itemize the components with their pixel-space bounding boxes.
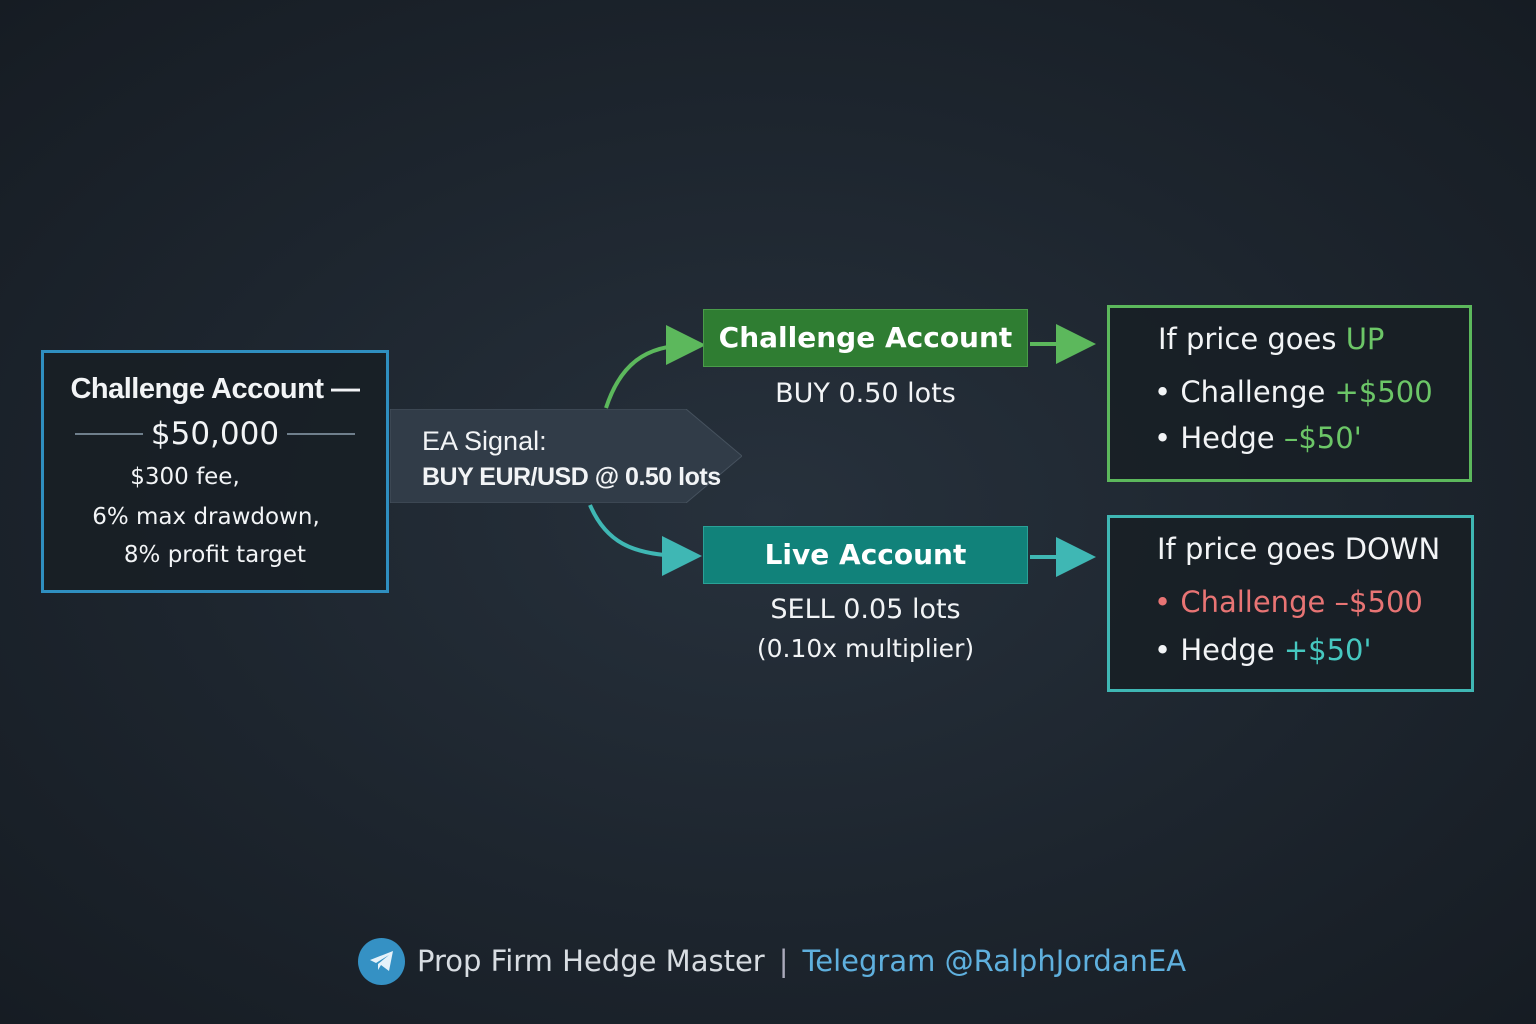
ea-signal-arrow: EA Signal: BUY EUR/USD @ 0.50 lots (390, 409, 742, 503)
live-account-node: Live Account (703, 526, 1028, 584)
up-challenge-item: • Challenge +$500 (1154, 375, 1433, 409)
telegram-icon (358, 937, 405, 985)
footer: Prop Firm Hedge Master | Telegram @Ralph… (358, 937, 1186, 985)
challenge-account-node: Challenge Account (703, 309, 1028, 367)
up-hedge-item: • Hedge –$50' (1154, 421, 1362, 455)
live-multiplier: (0.10x multiplier) (756, 634, 975, 663)
challenge-amount: $50,000 (150, 416, 280, 452)
footer-separator: | (778, 944, 789, 978)
signal-order: BUY EUR/USD @ 0.50 lots (422, 463, 721, 491)
price-up-box: If price goes UP • Challenge +$500 • Hed… (1107, 305, 1472, 482)
brand-name: Prop Firm Hedge Master (417, 944, 765, 978)
fee-text: $300 fee, (130, 464, 240, 490)
down-title: If price goes DOWN (1157, 532, 1441, 566)
live-order: SELL 0.05 lots (770, 594, 961, 625)
divider (287, 433, 356, 435)
arrow-to-live (588, 504, 702, 576)
challenge-box-title: Challenge Account — (70, 373, 360, 405)
up-title: If price goes UP (1158, 322, 1385, 356)
down-challenge-item: • Challenge –$500 (1154, 585, 1423, 619)
challenge-order: BUY 0.50 lots (775, 378, 956, 409)
challenge-account-box: Challenge Account — $50,000 $300 fee, 6%… (41, 350, 389, 593)
signal-label: EA Signal: (422, 426, 547, 456)
price-down-box: If price goes DOWN • Challenge –$500 • H… (1107, 515, 1474, 692)
down-hedge-item: • Hedge +$50' (1154, 633, 1372, 667)
arrow-to-challenge (604, 325, 706, 409)
profit-target-text: 8% profit target (123, 542, 307, 568)
divider (74, 433, 143, 435)
drawdown-text: 6% max drawdown, (92, 504, 320, 530)
telegram-link[interactable]: Telegram @RalphJordanEA (802, 944, 1187, 978)
